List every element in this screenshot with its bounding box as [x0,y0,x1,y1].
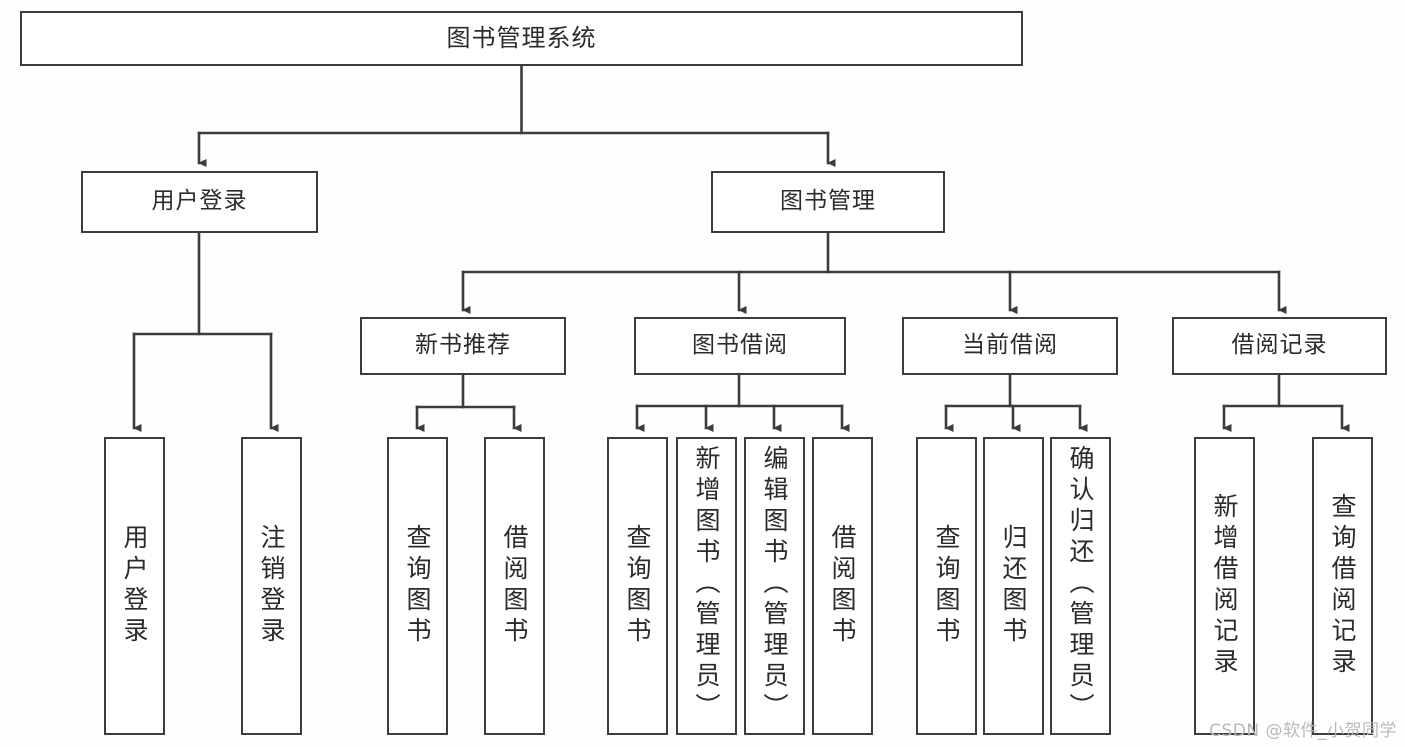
node-label: 新增图书（管理员） [692,445,721,724]
leaf-book-borrow-add[interactable]: 新增图书（管理员） [676,437,737,735]
node-book-management[interactable]: 图书管理 [711,171,945,233]
node-label: 编辑图书（管理员） [760,445,789,724]
node-label: 当前借阅 [962,332,1058,359]
leaf-user-login-login[interactable]: 用户登录 [104,437,165,735]
node-label: 借阅记录 [1231,332,1328,359]
leaf-new-book-borrow[interactable]: 借阅图书 [484,437,545,735]
leaf-book-borrow-borrow[interactable]: 借阅图书 [812,437,873,735]
node-new-book-recommend[interactable]: 新书推荐 [360,317,566,375]
leaf-borrow-records-add[interactable]: 新增借阅记录 [1194,437,1255,735]
node-label: 查询图书 [623,524,652,648]
node-label: 借阅图书 [828,524,857,648]
node-book-borrow[interactable]: 图书借阅 [634,317,846,375]
node-label: 新书推荐 [415,332,511,359]
node-label: 借阅图书 [500,524,529,648]
node-label: 用户登录 [151,188,248,215]
watermark: CSDN @软件_小贺同学 [1209,721,1397,741]
node-label: 确认归还（管理员） [1066,445,1095,724]
node-user-login[interactable]: 用户登录 [81,171,318,233]
leaf-new-book-query[interactable]: 查询图书 [387,437,448,735]
node-current-borrow[interactable]: 当前借阅 [902,317,1118,375]
node-root-system[interactable]: 图书管理系统 [20,11,1023,66]
leaf-book-borrow-edit[interactable]: 编辑图书（管理员） [744,437,805,735]
node-label: 归还图书 [999,524,1028,648]
leaf-current-borrow-return[interactable]: 归还图书 [983,437,1044,735]
node-label: 用户登录 [120,524,149,648]
leaf-user-login-logout[interactable]: 注销登录 [241,437,302,735]
node-label: 新增借阅记录 [1210,493,1239,679]
leaf-current-borrow-query[interactable]: 查询图书 [916,437,977,735]
leaf-borrow-records-query[interactable]: 查询借阅记录 [1312,437,1373,735]
node-label: 图书管理系统 [446,24,597,53]
node-label: 注销登录 [257,524,286,648]
leaf-current-borrow-confirm-return[interactable]: 确认归还（管理员） [1050,437,1111,735]
node-label: 图书管理 [780,188,876,215]
node-label: 查询借阅记录 [1328,493,1357,679]
leaf-book-borrow-query[interactable]: 查询图书 [607,437,668,735]
node-label: 查询图书 [403,524,432,648]
node-borrow-records[interactable]: 借阅记录 [1172,317,1387,375]
node-label: 图书借阅 [692,332,788,359]
node-label: 查询图书 [932,524,961,648]
